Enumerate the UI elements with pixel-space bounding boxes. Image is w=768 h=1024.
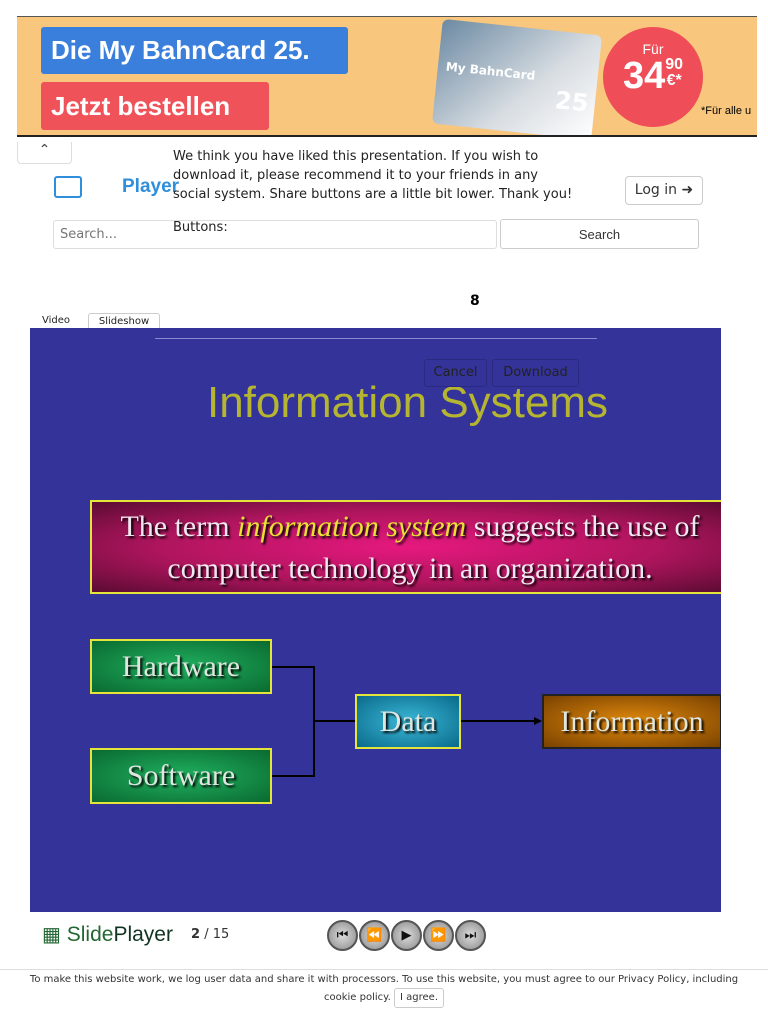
data-box: Data (355, 694, 461, 749)
brand-b: Player (113, 923, 173, 946)
card-number: 25 (553, 86, 590, 118)
recommend-message: We think you have liked this presentatio… (173, 149, 573, 202)
card-label: My BahnCard (445, 59, 536, 83)
ad-headline[interactable]: Die My BahnCard 25. (41, 27, 348, 74)
first-slide-icon[interactable]: ⏮ (327, 920, 358, 951)
divider (155, 338, 597, 339)
presentation-icon: ▦ (42, 924, 61, 946)
ad-fineprint: *Für alle u (701, 105, 752, 117)
price-cents: 90 (665, 56, 684, 73)
rewind-icon[interactable]: ⏪ (359, 920, 390, 951)
ad-banner[interactable]: Die My BahnCard 25. Jetzt bestellen My B… (17, 16, 757, 137)
agree-button[interactable]: I agree. (394, 988, 444, 1008)
fast-forward-icon[interactable]: ⏩ (423, 920, 454, 951)
logo-text: Player (122, 176, 180, 198)
cookie-text: To make this website work, we log user d… (29, 974, 619, 985)
def-text: The term (120, 510, 238, 543)
play-icon[interactable]: ▶ (391, 920, 422, 951)
cookie-banner: To make this website work, we log user d… (0, 969, 768, 1010)
tab-video[interactable]: Video (41, 315, 71, 326)
hardware-box: Hardware (90, 639, 272, 694)
ad-order-button[interactable]: Jetzt bestellen (41, 82, 269, 130)
information-box: Information (542, 694, 721, 749)
software-box: Software (90, 748, 272, 804)
search-button[interactable]: Search (500, 219, 699, 249)
privacy-policy-link[interactable]: Privacy Policy (618, 974, 687, 985)
last-slide-icon[interactable]: ⏭ (455, 920, 486, 951)
price-currency: €* (666, 72, 682, 89)
bahncard-image: My BahnCard 25 (431, 18, 603, 135)
definition-box: The term information system suggests the… (90, 500, 721, 594)
cookie-text-end: , including cookie policy. (324, 974, 739, 1003)
slideplayer-brand[interactable]: ▦ SlidePlayer (42, 922, 173, 947)
login-label: Log in (634, 182, 678, 198)
logo-icon (54, 176, 82, 198)
download-button[interactable]: Download (492, 359, 579, 387)
login-button[interactable]: Log in ➜ (625, 176, 703, 205)
tab-slideshow[interactable]: Slideshow (88, 313, 160, 329)
chevron-up-icon[interactable]: ⌃ (17, 142, 72, 164)
slideplayer-logo[interactable]: Player (54, 176, 179, 198)
total-pages: / 15 (204, 927, 230, 942)
price-main: 34 (622, 55, 666, 97)
page-indicator: 2 / 15 (191, 927, 229, 942)
cancel-button[interactable]: Cancel (424, 359, 487, 387)
price-badge: Für 3490€* (603, 27, 703, 127)
slide: Information Systems Cancel Download The … (30, 328, 721, 912)
search-input[interactable] (53, 220, 497, 249)
brand-a: Slide (66, 923, 114, 946)
current-page: 2 (191, 927, 201, 942)
price-prefix: Für (642, 41, 664, 57)
connectors (272, 666, 542, 777)
def-text-end: suggests the use of computer technology … (167, 510, 700, 585)
sign-in-icon: ➜ (681, 182, 694, 198)
counter: 8 (470, 293, 480, 309)
def-emphasis: information system (237, 510, 467, 543)
